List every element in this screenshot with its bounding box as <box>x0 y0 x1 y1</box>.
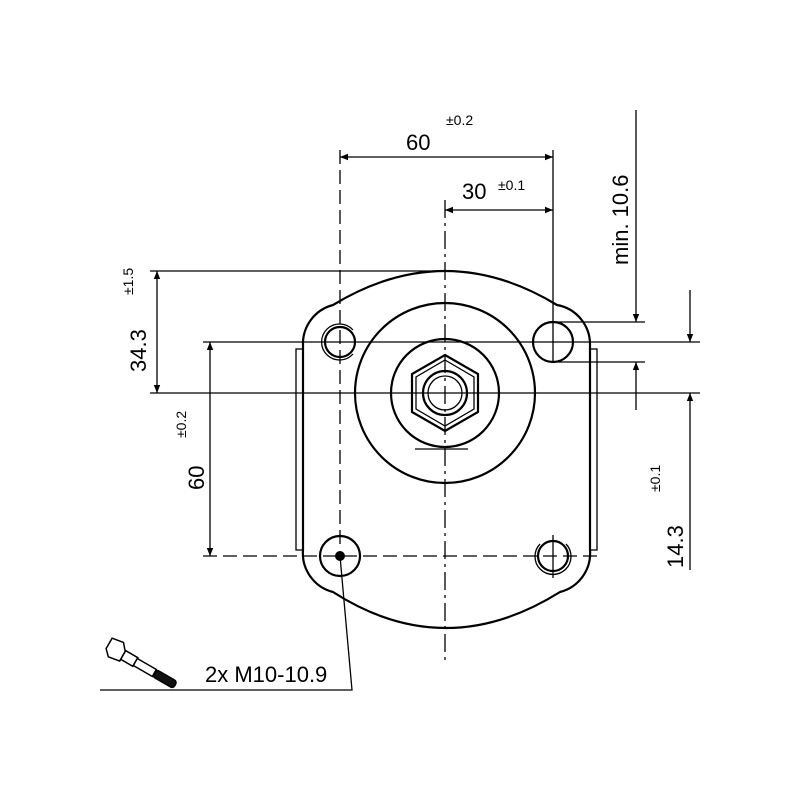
dim-14-tol: ±0.1 <box>647 465 663 492</box>
dim-left-60-tol: ±0.2 <box>173 411 189 438</box>
bolt-icon <box>105 637 177 689</box>
dim-30-value: 30 <box>462 179 486 204</box>
dim-top-60-value: 60 <box>406 130 430 155</box>
bolt-label: 2x M10-10.9 <box>205 662 327 687</box>
dim-14-value: 14.3 <box>663 525 688 568</box>
dim-min-value: min. 10.6 <box>608 175 633 266</box>
bolt-leader-line <box>100 555 353 691</box>
dim-34-value: 34.3 <box>126 329 151 372</box>
dim-30-tol: ±0.1 <box>498 177 525 193</box>
left-rail <box>295 348 304 551</box>
dim-left-60-value: 60 <box>184 466 209 490</box>
right-rail <box>589 348 598 551</box>
dim-34-tol: ±1.5 <box>120 268 136 295</box>
dim-top-60-tol: ±0.2 <box>446 112 473 128</box>
